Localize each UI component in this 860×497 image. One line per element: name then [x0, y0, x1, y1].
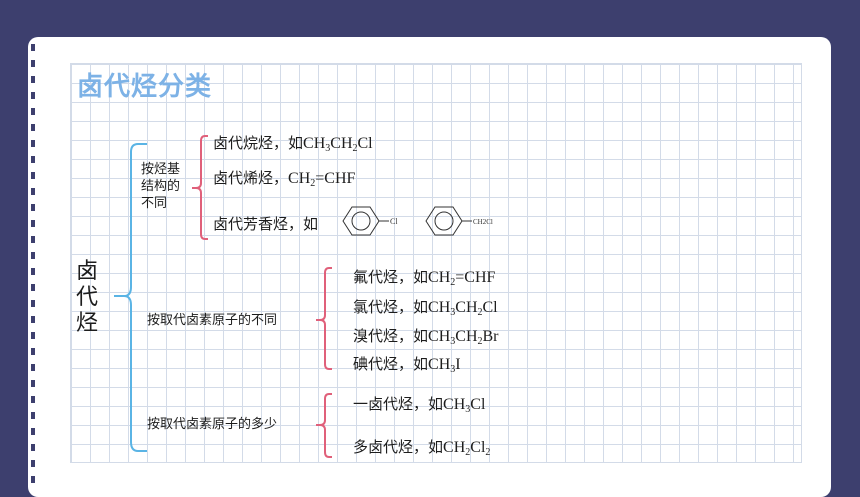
item-sep: ，如: [398, 355, 429, 373]
item-formula: CH3I: [428, 356, 461, 375]
group1-label-line: 按烃基: [141, 162, 181, 177]
item-formula: CH2=CHF: [428, 269, 496, 288]
item-sep: ，如: [413, 438, 444, 456]
spiral-binding: [31, 44, 35, 484]
group2-label: 按取代卤素原子的不同: [147, 313, 278, 328]
list-item: 卤代芳香烃，如: [213, 214, 318, 234]
item-formula: CH3CH2Br: [428, 328, 499, 347]
item-name: 一卤代烃: [353, 395, 414, 413]
item-formula: CH2Cl2: [443, 439, 491, 458]
page-title: 卤代烃分类: [77, 72, 213, 102]
group1-label-line: 不同: [141, 196, 168, 211]
item-formula: CH2=CHF: [288, 170, 356, 189]
list-item: 卤代烷烃，如CH3CH2Cl: [213, 133, 373, 154]
benzyl-chloride-label: CH2Cl: [473, 218, 493, 226]
item-name: 多卤代烃: [353, 438, 414, 456]
brackets: [114, 135, 332, 458]
chlorobenzene-label: Cl: [390, 217, 398, 226]
item-name: 卤代芳香烃: [213, 215, 289, 233]
item-sep: ，如: [398, 327, 429, 345]
item-formula: CH3CH2Cl: [428, 299, 498, 318]
item-formula: CH3CH2Cl: [303, 135, 373, 154]
item-sep: ，如: [398, 268, 429, 286]
group1-label: 按烃基 结构的 不同: [141, 161, 180, 212]
group1-bracket: [192, 135, 208, 240]
list-item: 多卤代烃，如CH2Cl2: [353, 437, 490, 458]
item-name: 卤代烷烃: [213, 134, 274, 152]
item-sep: ，如: [273, 134, 304, 152]
list-item: 氯代烃，如CH3CH2Cl: [353, 297, 498, 318]
list-item: 卤代烯烃，CH2=CHF: [213, 168, 355, 189]
group3-bracket: [316, 393, 332, 458]
root-bracket: [114, 143, 147, 452]
grid-paper: [70, 63, 802, 463]
item-sep: ，如: [398, 298, 429, 316]
group2-bracket: [316, 267, 332, 370]
list-item: 溴代烃，如CH3CH2Br: [353, 326, 499, 347]
item-sep: ，如: [413, 395, 444, 413]
group1-label-line: 结构的: [141, 179, 181, 194]
item-sep: ，: [273, 169, 289, 187]
list-item: 氟代烃，如CH2=CHF: [353, 267, 495, 288]
group3-label: 按取代卤素原子的多少: [147, 417, 278, 432]
list-item: 一卤代烃，如CH3Cl: [353, 394, 485, 415]
chlorobenzene-structure: Cl: [342, 206, 398, 236]
item-name: 氟代烃: [353, 268, 399, 286]
item-formula: CH3Cl: [443, 396, 486, 415]
item-name: 卤代烯烃: [213, 169, 274, 187]
list-item: 碘代烃，如CH3I: [353, 354, 461, 375]
item-name: 氯代烃: [353, 298, 399, 316]
benzyl-chloride-structure: CH2Cl: [425, 206, 493, 236]
item-sep: ，如: [288, 215, 319, 233]
item-name: 溴代烃: [353, 327, 399, 345]
root-label: 卤代烃: [76, 259, 99, 336]
item-name: 碘代烃: [353, 355, 399, 373]
